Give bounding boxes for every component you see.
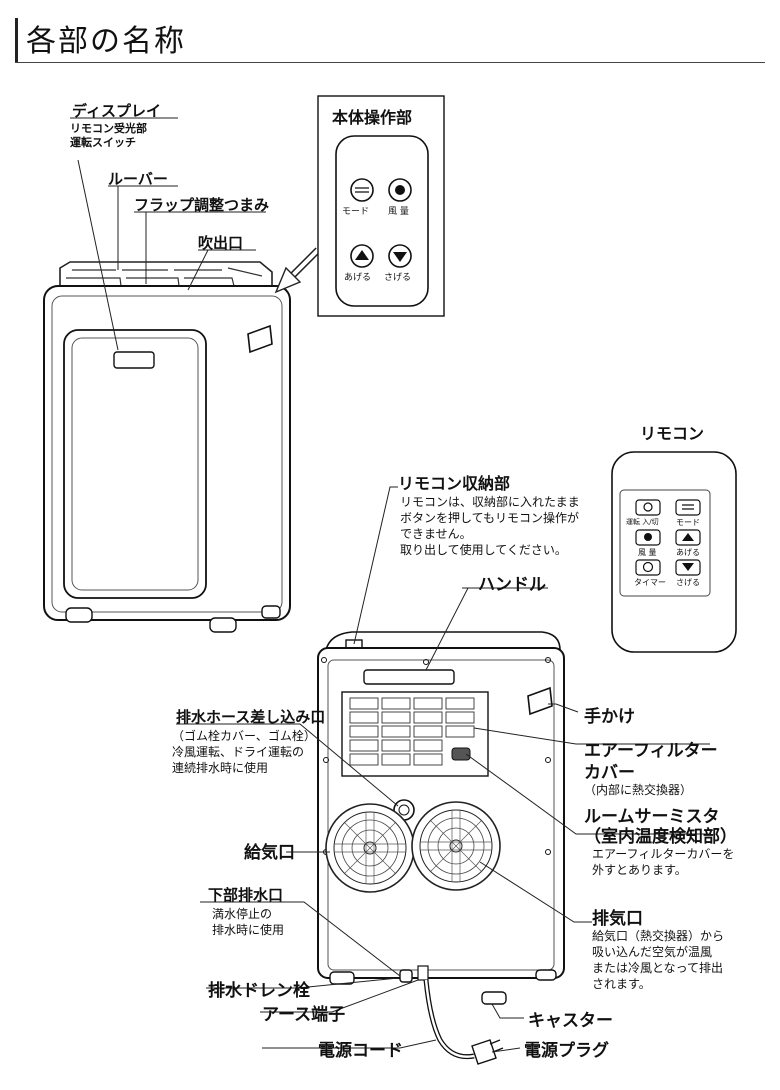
remote-btn-down: さげる bbox=[676, 578, 700, 587]
label-handle: ハンドル bbox=[478, 575, 546, 595]
label-intake: 給気口 bbox=[244, 843, 295, 863]
panel-btn-mode: モード bbox=[342, 207, 370, 217]
display-note-line-2: 運転スイッチ bbox=[70, 136, 136, 149]
exhaust-note: 給気口（熱交換器）から 吸い込んだ空気が温風 または冷風となって排出 されます。 bbox=[592, 928, 724, 992]
label-thermistor: ルームサーミスタ bbox=[584, 807, 720, 827]
lower-drain-note-line-1: 満水停止の bbox=[212, 907, 273, 921]
remote-storage-note-line-4: 取り出して使用してください。 bbox=[400, 543, 567, 557]
thermistor-note: エアーフィルターカバーを 外すとあります。 bbox=[592, 846, 734, 878]
exhaust-note-line-1: 給気口（熱交換器）から bbox=[592, 929, 725, 943]
label-power-plug: 電源プラグ bbox=[524, 1041, 609, 1061]
label-display: ディスプレイ bbox=[72, 102, 161, 120]
air-filter-note: （内部に熱交換器） bbox=[584, 783, 693, 797]
label-caster: キャスター bbox=[528, 1011, 613, 1031]
display-note-line-1: リモコン受光部 bbox=[70, 122, 147, 135]
drain-hose-note: （ゴム栓カバー、ゴム栓） 冷風運転、ドライ運転の 連続排水時に使用 bbox=[172, 728, 316, 776]
lower-drain-note: 満水停止の 排水時に使用 bbox=[212, 906, 284, 938]
remote-storage-note: リモコンは、収納部に入れたまま ボタンを押してもリモコン操作が できません。 取… bbox=[400, 494, 580, 558]
label-thermistor-sub: （室内温度検知部） bbox=[584, 827, 737, 847]
remote-control bbox=[611, 451, 737, 653]
label-power-cord: 電源コード bbox=[318, 1041, 403, 1061]
drain-hose-note-line-3: 連続排水時に使用 bbox=[172, 761, 269, 775]
back-leaders bbox=[176, 486, 710, 1053]
back-unit bbox=[317, 631, 565, 1065]
label-exhaust: 排気口 bbox=[592, 909, 643, 929]
front-unit bbox=[43, 261, 291, 633]
control-panel bbox=[317, 95, 445, 317]
label-air-filter-cover: カバー bbox=[584, 763, 635, 783]
remote-btn-up: あげる bbox=[676, 548, 700, 557]
drain-hose-note-line-2: 冷風運転、ドライ運転の bbox=[172, 745, 305, 759]
display-note: リモコン受光部 運転スイッチ bbox=[70, 122, 147, 150]
label-earth: アース端子 bbox=[262, 1005, 346, 1025]
drain-hose-note-line-1: （ゴム栓カバー、ゴム栓） bbox=[172, 729, 316, 743]
label-louver: ルーバー bbox=[108, 170, 168, 188]
lower-drain-note-line-2: 排水時に使用 bbox=[212, 923, 285, 937]
thermistor-note-line-2: 外すとあります。 bbox=[592, 863, 687, 877]
remote-storage-note-line-2: ボタンを押してもリモコン操作が bbox=[400, 511, 580, 525]
title-rule bbox=[15, 62, 765, 63]
thermistor-note-line-1: エアーフィルターカバーを bbox=[592, 847, 735, 861]
page-title: 各部の名称 bbox=[26, 24, 186, 59]
label-outlet: 吹出口 bbox=[198, 234, 244, 252]
panel-btn-down: さげる bbox=[384, 273, 412, 283]
title-bar bbox=[15, 18, 18, 62]
label-remote-storage: リモコン収納部 bbox=[398, 474, 511, 493]
exhaust-note-line-3: または冷風となって排出 bbox=[592, 961, 724, 975]
label-air-filter: エアーフィルター bbox=[584, 741, 718, 761]
label-lower-drain: 下部排水口 bbox=[208, 886, 284, 904]
exhaust-note-line-2: 吸い込んだ空気が温風 bbox=[592, 945, 713, 959]
exhaust-note-line-4: されます。 bbox=[592, 977, 651, 991]
front-leaders bbox=[70, 117, 266, 351]
remote-storage-note-line-1: リモコンは、収納部に入れたまま bbox=[400, 495, 580, 509]
remote-btn-mode: モード bbox=[676, 518, 700, 527]
label-drain-hose: 排水ホース差し込み口 bbox=[176, 708, 326, 726]
remote-storage-note-line-3: できません。 bbox=[400, 527, 472, 541]
panel-arrow bbox=[274, 247, 321, 294]
remote-btn-timer: タイマー bbox=[634, 578, 666, 587]
label-drain-plug: 排水ドレン栓 bbox=[208, 981, 310, 1001]
remote-title: リモコン bbox=[640, 424, 705, 443]
panel-btn-fan: 風 量 bbox=[388, 207, 409, 217]
panel-btn-up: あげる bbox=[344, 273, 372, 283]
label-hand-grip: 手かけ bbox=[584, 707, 635, 727]
label-flap-knob: フラップ調整つまみ bbox=[134, 196, 270, 214]
control-panel-title: 本体操作部 bbox=[332, 108, 413, 127]
remote-btn-fan: 風 量 bbox=[638, 548, 657, 557]
remote-btn-power: 運転 入/切 bbox=[626, 518, 659, 526]
